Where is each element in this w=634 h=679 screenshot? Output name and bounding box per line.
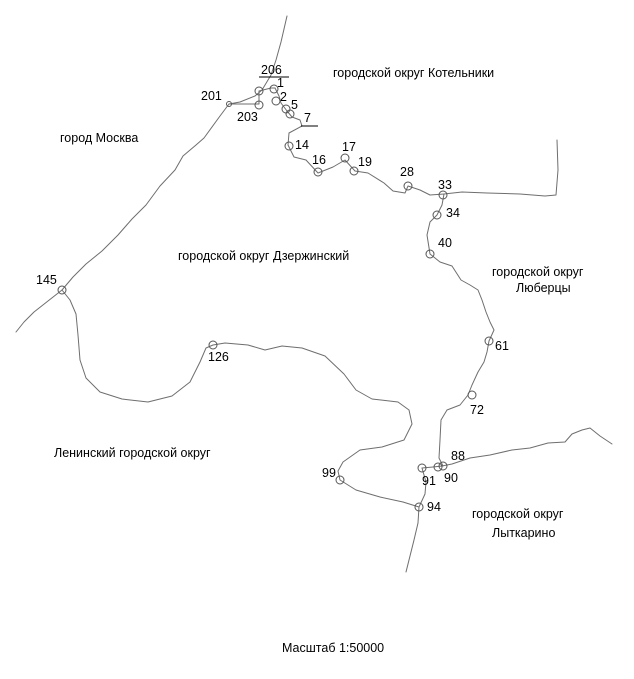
point-marker-7 <box>285 109 295 119</box>
point-label-201: 201 <box>201 89 222 103</box>
point-marker-61 <box>484 336 494 346</box>
point-label-14: 14 <box>295 138 309 152</box>
point-label-90: 90 <box>444 471 458 485</box>
point-marker-206 <box>254 86 264 96</box>
point-label-5: 5 <box>291 98 298 112</box>
point-label-40: 40 <box>438 236 452 250</box>
map-scale-label: Масштаб 1:50000 <box>282 641 384 655</box>
point-label-99: 99 <box>322 466 336 480</box>
point-marker-90 <box>433 462 443 472</box>
point-marker-16 <box>313 167 323 177</box>
point-marker-28 <box>403 181 413 191</box>
point-label-28: 28 <box>400 165 414 179</box>
region-label-leninsky: Ленинский городской округ <box>54 446 211 460</box>
point-marker-94 <box>414 502 424 512</box>
point-marker-99 <box>335 475 345 485</box>
point-marker-201 <box>226 101 232 107</box>
point-marker-72 <box>467 390 477 400</box>
region-label-lyubertsy-line2: Люберцы <box>516 281 571 295</box>
point-marker-17 <box>340 153 350 163</box>
region-label-moscow: город Москва <box>60 131 138 145</box>
leninsky-boundary-line <box>61 289 427 508</box>
region-label-lytkarino-line1: городской округ <box>472 507 564 521</box>
region-label-kotelniki: городской округ Котельники <box>333 66 494 80</box>
point-marker-203 <box>254 100 264 110</box>
point-marker-19 <box>349 166 359 176</box>
point-marker-88 <box>438 461 448 471</box>
point-label-33: 33 <box>438 178 452 192</box>
point-label-206: 206 <box>261 63 282 77</box>
point-marker-126 <box>208 340 218 350</box>
region-label-dzerzhinsky: городской округ Дзержинский <box>178 249 349 263</box>
point-marker-1 <box>269 84 279 94</box>
point-marker-14 <box>284 141 294 151</box>
point-label-91: 91 <box>422 474 436 488</box>
point-markers <box>57 84 494 512</box>
point-marker-91 <box>417 463 427 473</box>
point-marker-34 <box>432 210 442 220</box>
point-label-61: 61 <box>495 339 509 353</box>
lytkarino-boundary-line <box>421 427 613 469</box>
point-marker-2 <box>271 96 281 106</box>
point-label-19: 19 <box>358 155 372 169</box>
kotelniki-boundary-line <box>274 87 559 197</box>
point-marker-145 <box>57 285 67 295</box>
region-labels: город Москва городской округ Котельники … <box>54 66 584 540</box>
point-marker-33 <box>438 190 448 200</box>
point-label-7: 7 <box>304 111 311 125</box>
point-label-72: 72 <box>470 403 484 417</box>
southern-boundary-line <box>405 506 420 573</box>
region-label-lytkarino-line2: Лыткарино <box>492 526 555 540</box>
point-label-88: 88 <box>451 449 465 463</box>
point-labels: 206 1 201 2 5 203 7 14 17 16 19 28 33 34… <box>36 63 509 514</box>
point-206-boundary-line <box>228 87 276 105</box>
point-label-203: 203 <box>237 110 258 124</box>
point-label-1: 1 <box>277 76 284 90</box>
point-label-34: 34 <box>446 206 460 220</box>
region-label-lyubertsy-line1: городской округ <box>492 265 584 279</box>
point-label-94: 94 <box>427 500 441 514</box>
point-label-145: 145 <box>36 273 57 287</box>
point-marker-40 <box>425 249 435 259</box>
point-label-17: 17 <box>342 140 356 154</box>
boundary-lines <box>15 15 613 573</box>
point-label-16: 16 <box>312 153 326 167</box>
point-label-2: 2 <box>280 90 287 104</box>
lyubertsy-boundary-line <box>426 193 495 467</box>
point-label-126: 126 <box>208 350 229 364</box>
